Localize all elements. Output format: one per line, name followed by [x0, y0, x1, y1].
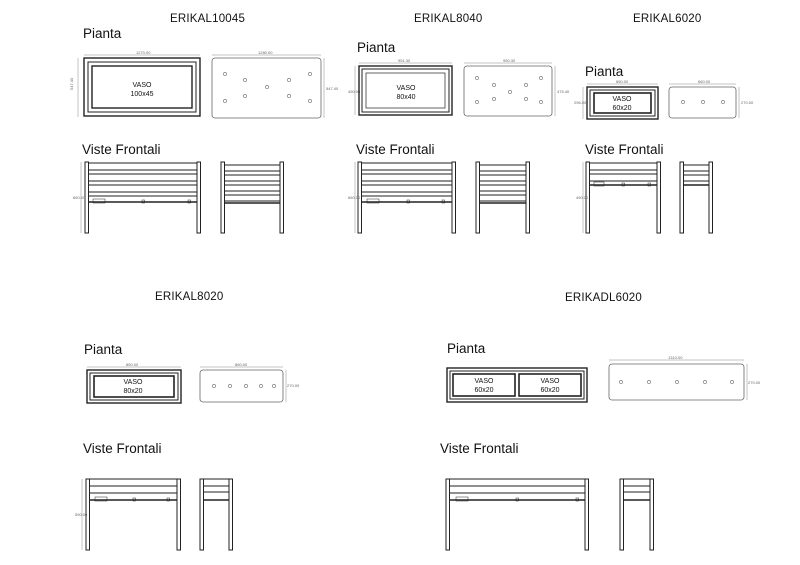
pot-size: 60x20	[540, 387, 559, 394]
model-title-erikal8040: ERIKAL8040	[414, 13, 483, 25]
dim-front-height: 660.00	[73, 195, 86, 200]
dim-side-depth: 475.40	[557, 89, 570, 94]
side-view-erikal6020	[679, 161, 713, 234]
dim-side-depth: 270.00	[748, 380, 761, 385]
plan-label-erikal10045: Pianta	[83, 26, 122, 41]
pot-label: VASO	[541, 378, 560, 385]
model-title-erikal10045: ERIKAL10045	[170, 13, 246, 25]
side-view-erikadl6020	[619, 478, 654, 551]
dim-plan-width: 850.00	[126, 362, 139, 367]
model-title-erikal6020: ERIKAL6020	[633, 13, 702, 25]
front-label-erikal8020: Viste Frontali	[83, 441, 162, 456]
top-view-erikadl6020: 1310.00 270.00	[608, 355, 761, 401]
front-label-erikal6020: Viste Frontali	[585, 142, 664, 157]
dim-top-width: 990.30	[503, 58, 516, 63]
pot-size: 60x20	[612, 105, 631, 112]
dim-side-depth: 547.40	[326, 86, 339, 91]
plan-view-erikal6020: 650.00 296.00 VASO 60x20	[574, 79, 659, 120]
pot-label: VASO	[475, 378, 494, 385]
pot-size: 100x45	[131, 91, 154, 98]
front-label-erikal8040: Viste Frontali	[356, 142, 435, 157]
dim-front-height: 490.00	[576, 195, 589, 200]
front-view-erikal8020: 590.00	[75, 478, 181, 551]
front-label-erikadl6020: Viste Frontali	[440, 441, 519, 456]
model-title-erikal8020: ERIKAL8020	[155, 291, 224, 303]
dim-plan-depth: 490.00	[348, 89, 361, 94]
front-label-erikal10045: Viste Frontali	[82, 142, 161, 157]
plan-label-erikal6020: Pianta	[585, 64, 624, 79]
front-view-erikal8040: 660.00	[348, 161, 456, 234]
dim-plan-width: 1270.00	[136, 50, 151, 55]
plan-label-erikal8020: Pianta	[84, 342, 123, 357]
top-view-erikal6020: 660.00 270.00	[668, 79, 754, 119]
dim-front-height: 590.00	[75, 512, 88, 517]
dim-plan-width: 650.00	[616, 79, 629, 84]
side-view-erikal10045	[220, 161, 284, 234]
dim-top-width: 860.00	[235, 362, 248, 367]
top-view-erikal10045: 1280.00 547.40	[211, 50, 339, 119]
dim-top-width: 1280.00	[258, 50, 273, 55]
plan-view-erikadl6020: VASO 60x20 VASO 60x20	[446, 367, 588, 403]
pot-label: VASO	[397, 85, 416, 92]
dim-plan-width: 951.30	[398, 58, 411, 63]
dim-front-height: 660.00	[348, 195, 361, 200]
model-title-erikadl6020: ERIKADL6020	[565, 292, 642, 304]
side-view-erikal8040	[475, 161, 530, 234]
pot-size: 60x20	[474, 387, 493, 394]
dim-top-width: 660.00	[698, 79, 711, 84]
dim-plan-depth: 296.00	[574, 100, 587, 105]
pot-label: VASO	[613, 96, 632, 103]
pot-size: 80x20	[123, 388, 142, 395]
plan-label-erikal8040: Pianta	[357, 40, 396, 55]
pot-size: 80x40	[396, 94, 415, 101]
front-view-erikadl6020	[445, 478, 589, 551]
dim-side-depth: 270.00	[287, 383, 300, 388]
top-view-erikal8020: 860.00 270.00	[199, 362, 300, 403]
top-view-erikal8040: 990.30 475.40	[463, 58, 570, 117]
dim-top-width: 1310.00	[668, 355, 683, 360]
front-view-erikal10045: 660.00	[73, 161, 201, 234]
dim-side-depth: 270.00	[741, 100, 754, 105]
plan-view-erikal10045: 1270.00 547.40 VASO 100x45	[69, 50, 201, 117]
front-view-erikal6020: 490.00	[576, 161, 661, 234]
plan-label-erikadl6020: Pianta	[447, 341, 486, 356]
dim-plan-depth: 547.40	[69, 77, 74, 90]
plan-view-erikal8040: 951.30 490.00 VASO 80x40	[348, 58, 453, 116]
plan-view-erikal8020: 850.00 VASO 80x20	[86, 362, 182, 404]
side-view-erikal8020	[199, 478, 233, 551]
pot-label: VASO	[133, 82, 152, 89]
pot-label: VASO	[124, 379, 143, 386]
